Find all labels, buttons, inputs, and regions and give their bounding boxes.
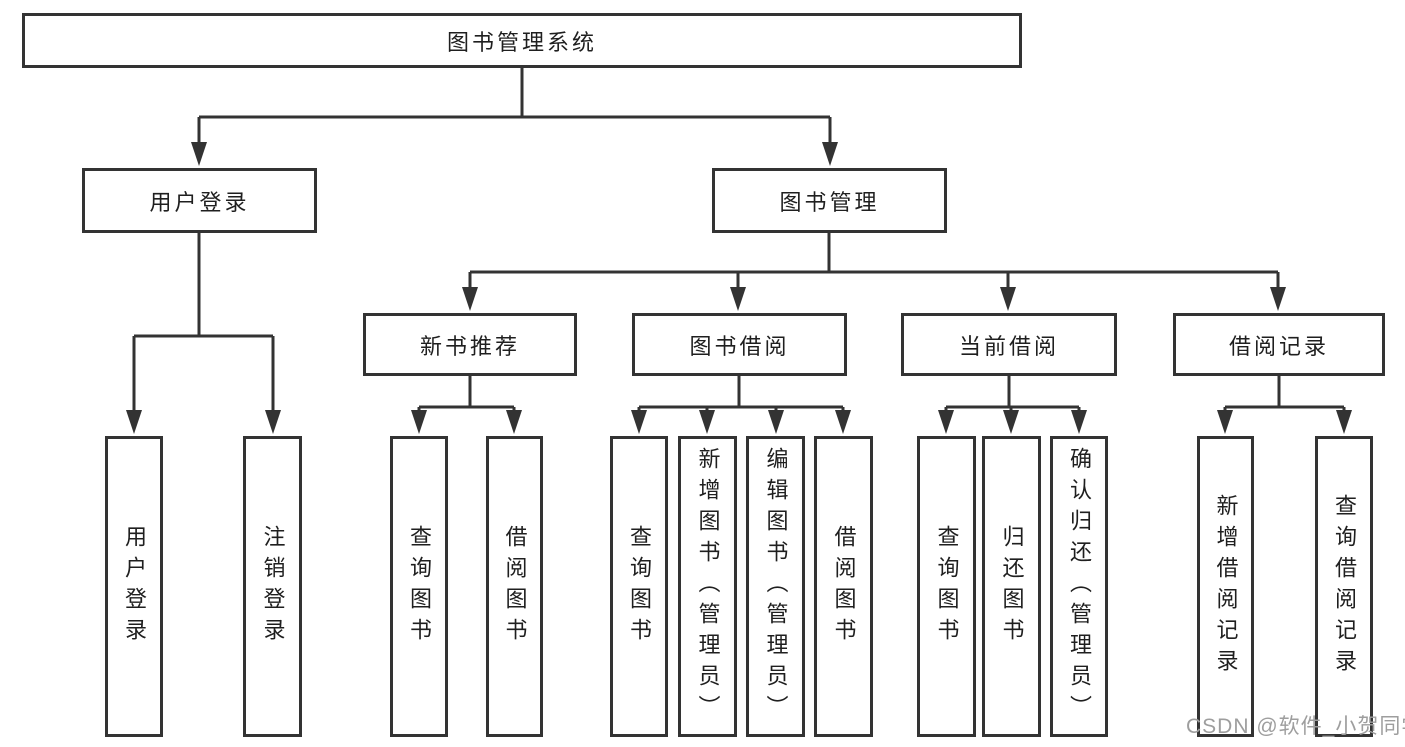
leaf-borrow-book-label: 借阅图书: [831, 524, 857, 649]
leaf-user-login-label: 用户登录: [122, 524, 147, 649]
leaf-borrow-book-recommend-label: 借阅图书: [502, 524, 528, 649]
node-new-book-recommend: 新书推荐: [363, 313, 577, 376]
leaf-confirm-return-admin: 确认归还（管理员）: [1050, 436, 1108, 737]
leaf-query-book-borrow-label: 查询图书: [627, 524, 652, 649]
node-book-borrow: 图书借阅: [632, 313, 847, 376]
node-user-login: 用户登录: [82, 168, 317, 233]
leaf-user-login: 用户登录: [105, 436, 163, 737]
leaf-add-book-admin: 新增图书（管理员）: [678, 436, 737, 737]
leaf-borrow-book-recommend: 借阅图书: [486, 436, 543, 737]
node-borrow-records: 借阅记录: [1173, 313, 1385, 376]
leaf-query-book-borrow: 查询图书: [610, 436, 668, 737]
leaf-add-borrow-record-label: 新增借阅记录: [1213, 493, 1239, 680]
leaf-query-book-recommend-label: 查询图书: [407, 524, 432, 649]
connector-strokes: [132, 68, 1346, 413]
leaf-add-borrow-record: 新增借阅记录: [1197, 436, 1254, 737]
leaf-return-book: 归还图书: [982, 436, 1041, 737]
leaf-query-book-current-label: 查询图书: [934, 524, 960, 649]
leaf-logout-login-label: 注销登录: [260, 524, 286, 649]
arrowheads: [126, 142, 1352, 434]
leaf-confirm-return-admin-label: 确认归还（管理员）: [1067, 447, 1092, 726]
leaf-borrow-book: 借阅图书: [814, 436, 873, 737]
leaf-logout-login: 注销登录: [243, 436, 302, 737]
node-book-management: 图书管理: [712, 168, 947, 233]
leaf-edit-book-admin-label: 编辑图书（管理员）: [763, 447, 789, 726]
leaf-query-book-current: 查询图书: [917, 436, 976, 737]
watermark: CSDN @软件_小贺同学: [1186, 715, 1405, 738]
leaf-query-borrow-record-label: 查询借阅记录: [1332, 493, 1357, 680]
leaf-add-book-admin-label: 新增图书（管理员）: [695, 447, 721, 726]
node-library-system: 图书管理系统: [22, 13, 1022, 68]
leaf-return-book-label: 归还图书: [999, 524, 1025, 649]
leaf-query-book-recommend: 查询图书: [390, 436, 448, 737]
node-current-borrow: 当前借阅: [901, 313, 1117, 376]
leaf-query-borrow-record: 查询借阅记录: [1315, 436, 1373, 737]
leaf-edit-book-admin: 编辑图书（管理员）: [746, 436, 805, 737]
